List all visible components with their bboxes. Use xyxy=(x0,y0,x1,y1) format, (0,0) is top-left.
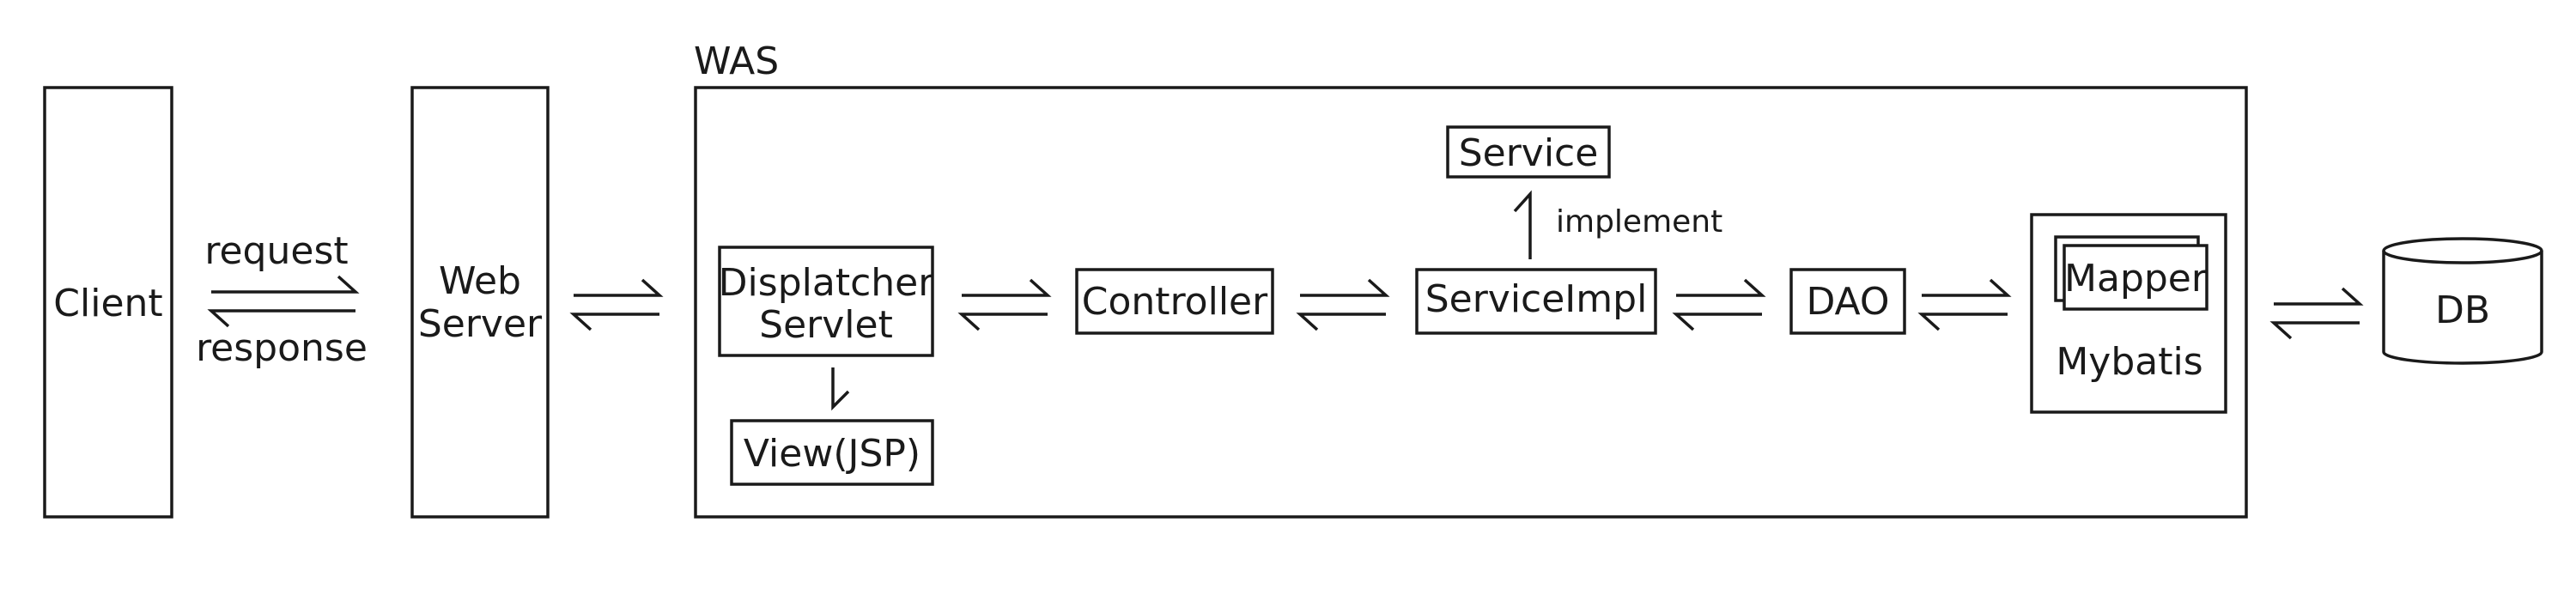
view-label: View(JSP) xyxy=(744,432,920,476)
web-server-node: Web Server xyxy=(410,86,550,519)
db-label: DB xyxy=(2435,288,2490,332)
mapper-label: Mapper xyxy=(2064,257,2208,300)
mybatis-node: Mapper Mybatis xyxy=(2030,213,2227,414)
db-node: DB xyxy=(2382,237,2543,365)
client-label: Client xyxy=(53,282,162,325)
service-label: Service xyxy=(1459,131,1599,175)
serviceimpl-label: ServiceImpl xyxy=(1425,277,1648,321)
dispatcher-servlet-node: Displatcher Servlet xyxy=(718,246,935,357)
implement-arrow: implement xyxy=(1513,190,1722,259)
web-server-label-line2: Server xyxy=(418,302,543,346)
controller-label: Controller xyxy=(1082,280,1268,324)
was-label: WAS xyxy=(694,39,779,83)
client-node: Client xyxy=(43,86,173,519)
webserver-was-arrows xyxy=(569,278,664,331)
web-server-label-line1: Web xyxy=(439,259,521,303)
service-node: Service xyxy=(1446,125,1611,179)
controller-node: Controller xyxy=(1075,268,1274,335)
implement-label: implement xyxy=(1556,204,1722,240)
dispatcher-label-line2: Servlet xyxy=(759,303,893,347)
request-response-arrows: request response xyxy=(196,229,368,370)
serviceimpl-node: ServiceImpl xyxy=(1415,268,1657,335)
request-label: request xyxy=(204,229,348,273)
mybatis-label: Mybatis xyxy=(2056,340,2202,384)
dispatcher-view-arrow xyxy=(831,367,850,411)
dispatcher-label-line1: Displatcher xyxy=(719,261,935,305)
dao-label: DAO xyxy=(1806,280,1889,324)
dao-mybatis-arrows xyxy=(1917,278,2012,331)
was-db-arrows xyxy=(2269,287,2364,340)
controller-serviceimpl-arrows xyxy=(1296,278,1390,331)
serviceimpl-dao-arrows xyxy=(1672,278,1766,331)
response-label: response xyxy=(196,326,368,370)
view-node: View(JSP) xyxy=(730,419,934,486)
dao-node: DAO xyxy=(1789,268,1906,335)
mapper-box xyxy=(2063,244,2208,311)
dispatcher-controller-arrows xyxy=(957,278,1052,331)
